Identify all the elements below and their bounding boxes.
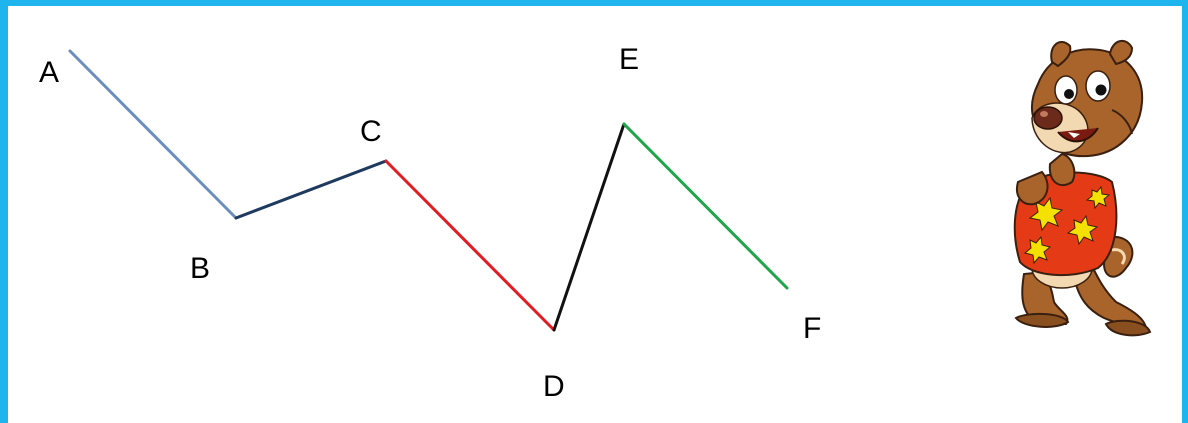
zigzag-diagram: A B C D E F	[39, 39, 1152, 403]
chipmunk-cartoon-icon	[1013, 39, 1152, 337]
point-label-d: D	[543, 370, 565, 403]
point-label-b: B	[190, 252, 210, 285]
point-label-e: E	[619, 43, 639, 76]
segment-d-e	[552, 122, 626, 332]
segment-c-d	[384, 159, 556, 332]
point-label-c: C	[360, 115, 382, 148]
point-label-f: F	[803, 312, 821, 345]
segment-a-b	[68, 49, 238, 220]
segment-e-f	[622, 122, 789, 290]
point-label-a: A	[39, 56, 59, 89]
segment-b-c	[234, 159, 388, 220]
